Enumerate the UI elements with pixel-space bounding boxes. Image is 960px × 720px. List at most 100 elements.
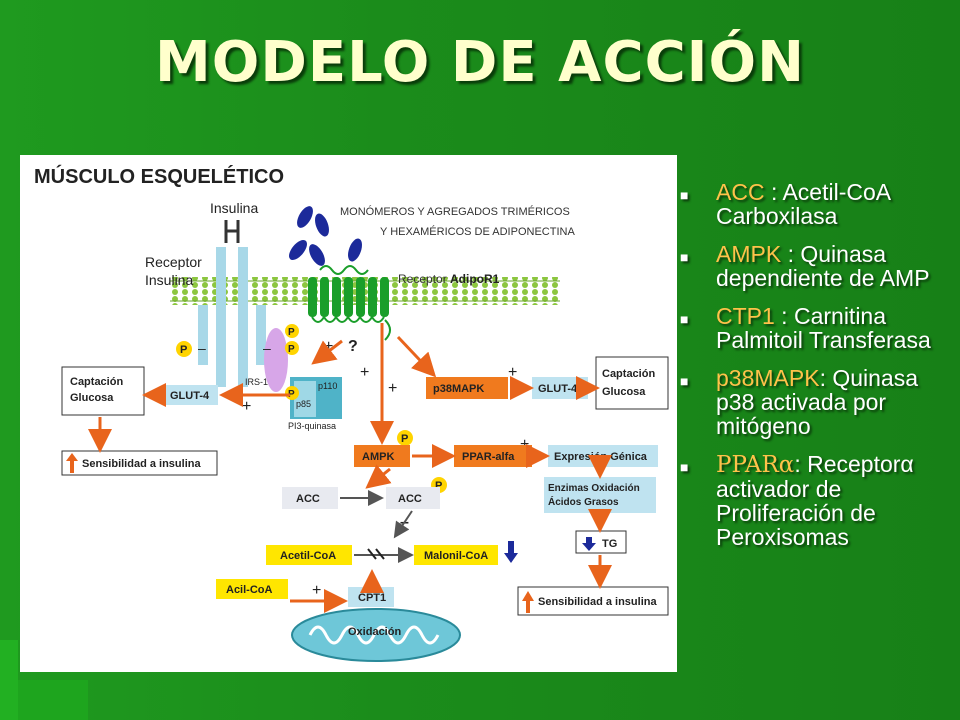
irs1-label: IRS-1 [245,377,268,387]
enzimas-box [544,477,656,513]
glut4-label: GLUT-4 [170,390,210,402]
muscle-diagram: MÚSCULO ESQUELÉTICO Insulina Receptor In… [20,155,677,672]
glut4-right [532,377,588,399]
acc-label: ACC [398,493,422,505]
adipor1-name: AdipoR1 [450,272,500,286]
legend-def: : Receptorα activador de Proliferación d… [716,451,914,550]
acetil-coa-box [266,545,352,565]
plus-sign: + [242,398,251,415]
minus-sign: – [198,340,206,356]
square-bullet-icon: ■ [680,187,689,203]
inhibition-arrows [340,490,414,563]
minus-sign: – [263,340,271,356]
p38mapk-box [426,377,508,399]
receptor-insulina-label: Insulina [145,272,193,288]
pathway-arrows [88,323,612,613]
insulin-receptor [256,305,266,365]
plus-sign: + [508,364,517,381]
plus-sign: + [312,582,321,599]
p85-subunit [294,381,316,417]
irs1-protein [264,328,288,392]
square-bullet-icon: ■ [680,249,689,265]
legend-item-ctp1: ■ CTP1 : Carnitina Palmitoil Transferasa [678,304,958,352]
mitochondria [291,608,461,662]
plus-sign: + [520,436,529,453]
ppar-alfa-box [454,445,532,467]
square-bullet-icon: ■ [680,459,689,475]
insulina-label: Insulina [210,200,258,216]
legend-def: : Acetil-CoA Carboxilasa [716,179,890,229]
captacion-label: Glucosa [70,392,114,404]
adiponectin-label: MONÓMEROS Y AGREGADOS TRIMÉRICOS [340,205,570,218]
legend-abbr: AMPK [716,241,782,267]
enzimas-label: Ácidos Grasos [548,495,619,508]
expresion-label: Expresión Génica [554,451,648,463]
plus-sign: + [360,364,369,381]
up-arrow-icon [522,591,534,613]
legend-abbr: PPARα [716,452,795,478]
abbreviation-list: ■ ACC : Acetil-CoA Carboxilasa ■ AMPK : … [678,180,958,563]
down-arrow-icon [504,541,518,563]
p-marker: P [288,389,295,400]
diagram-canvas: MÚSCULO ESQUELÉTICO Insulina Receptor In… [34,164,669,662]
legend-item-ampk: ■ AMPK : Quinasa dependiente de AMP [678,242,958,290]
acil-label: Acil-CoA [226,584,273,596]
sensibilidad-left [61,450,218,476]
diagram-heading: MÚSCULO ESQUELÉTICO [34,164,284,188]
sensibilidad-label: Sensibilidad a insulina [82,458,201,470]
legend-abbr: p38MAPK [716,365,820,391]
p-marker: P [180,344,187,356]
plus-sign: + [388,380,397,397]
insulin-receptor [198,305,208,365]
p85-label: p85 [296,399,311,409]
ampk-label: AMPK [362,451,394,463]
glut4-label: GLUT-4 [538,383,578,395]
adiponectin-label: Y HEXAMÉRICOS DE ADIPONECTINA [380,225,575,238]
acc-box [282,487,338,509]
question-mark: ? [348,338,358,355]
mitochondria-cristae [308,625,440,645]
glut4-left [162,385,218,405]
down-arrow-icon [582,537,596,551]
oxidacion-label: Oxidación [348,626,401,638]
p110-label: p110 [318,381,337,391]
insulin-receptor [216,247,226,387]
acetil-label: Acetil-CoA [280,550,336,562]
adipor1-label: Receptor [398,272,447,286]
captacion-label: Captación [602,368,655,380]
legend-def: : Quinasa dependiente de AMP [716,241,930,291]
captacion-glucosa-left [61,366,145,416]
sensibilidad-right [517,586,669,616]
captacion-label: Glucosa [602,386,646,398]
tg-box [575,530,627,554]
adiponectin-molecules [289,206,362,266]
acc-phospho-box [386,487,440,509]
acil-coa-box [216,579,288,599]
receptor-insulina-label: Receptor [145,254,202,270]
p-marker: P [288,344,295,355]
p-marker: P [435,480,442,492]
square-bullet-icon: ■ [680,373,689,389]
up-arrow-icon [66,453,78,473]
sensibilidad-label: Sensibilidad a insulina [538,596,657,608]
ppar-alfa-label: PPAR-alfa [462,451,515,463]
legend-abbr: CTP1 [716,303,775,329]
ampk-box [354,445,410,467]
malonil-coa-box [414,545,498,565]
captacion-label: Captación [70,376,123,388]
adipor1-receptor [308,265,391,341]
cpt1-label: CPT1 [358,592,386,604]
tg-label: TG [602,538,617,550]
acc-label: ACC [296,493,320,505]
background-stripe [0,640,18,720]
legend-def: : Quinasa p38 activada por mitógeno [716,365,919,439]
insulin-molecule [224,220,240,243]
pi3-label: PI3-quinasa [288,421,336,431]
background-stripe [18,680,88,720]
legend-def: : Carnitina Palmitoil Transferasa [716,303,931,353]
malonil-label: Malonil-CoA [424,550,488,562]
p-marker: P [288,327,295,338]
enzimas-label: Enzimas Oxidación [548,483,640,494]
legend-item-ppar: ■ PPARα: Receptorα activador de Prolifer… [678,452,958,549]
p38mapk-label: p38MAPK [433,383,484,395]
